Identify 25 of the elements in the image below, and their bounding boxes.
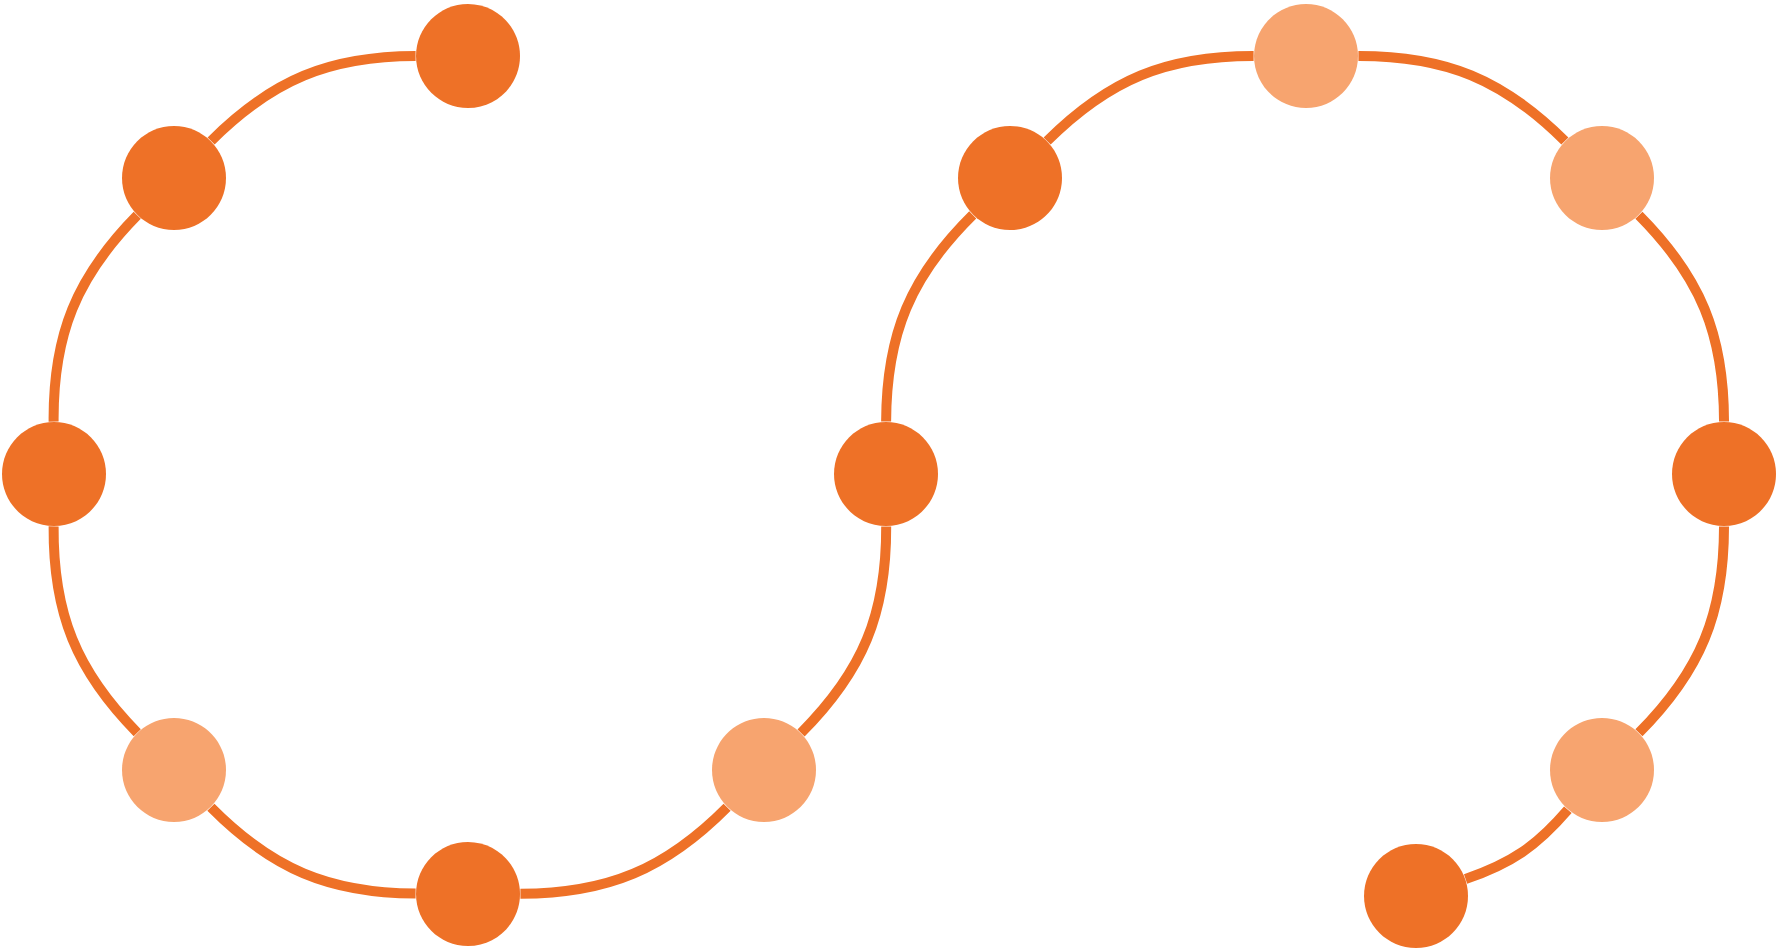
dot — [1550, 126, 1654, 230]
connector-line — [48, 211, 141, 422]
dot — [958, 126, 1062, 230]
connector-line — [1635, 211, 1729, 422]
connector-line — [1463, 806, 1572, 884]
connector-line — [1635, 526, 1729, 737]
connector-line — [520, 803, 731, 899]
connector-line — [881, 211, 977, 422]
dot — [1254, 4, 1358, 108]
dot — [1672, 422, 1776, 526]
dot — [712, 718, 816, 822]
dot — [122, 718, 226, 822]
connector-line — [1358, 50, 1569, 145]
dot — [834, 422, 938, 526]
dot — [2, 422, 106, 526]
dot — [1550, 718, 1654, 822]
connector-line — [1043, 50, 1254, 145]
connector-line — [207, 51, 416, 145]
dot — [416, 4, 520, 108]
connector-line — [48, 526, 141, 737]
dot — [1364, 844, 1468, 948]
dot — [122, 126, 226, 230]
connector-line — [797, 526, 892, 737]
connector-line — [207, 803, 416, 899]
dot — [416, 842, 520, 946]
